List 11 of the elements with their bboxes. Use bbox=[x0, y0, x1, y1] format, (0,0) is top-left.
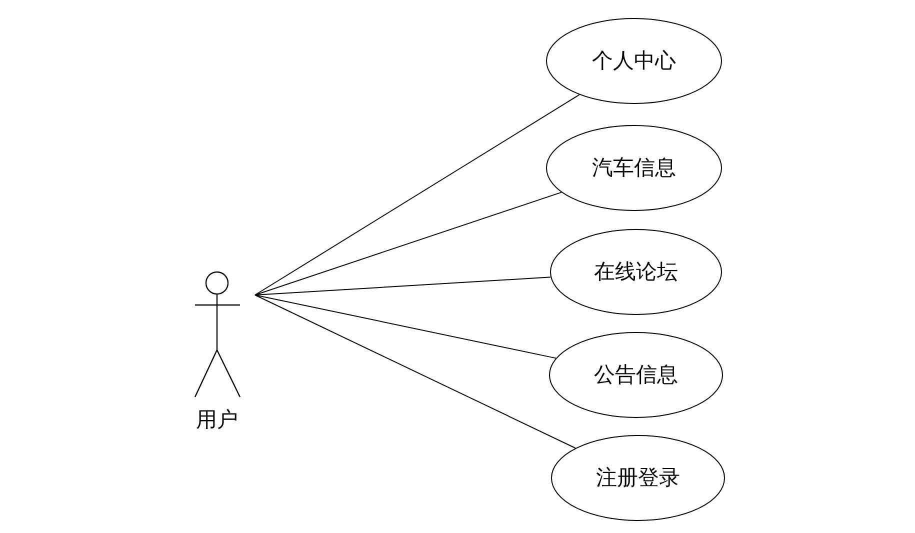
use-case-label: 个人中心 bbox=[592, 49, 676, 73]
association-line bbox=[254, 294, 576, 449]
use-case-label: 在线论坛 bbox=[594, 260, 678, 284]
use-case-label: 汽车信息 bbox=[592, 156, 676, 180]
association-line bbox=[254, 94, 580, 296]
use-case-label: 注册登录 bbox=[596, 466, 680, 490]
association-line bbox=[254, 276, 552, 296]
actor-label: 用户 bbox=[196, 408, 238, 432]
use-case-label: 公告信息 bbox=[594, 363, 678, 387]
association-line bbox=[254, 294, 556, 359]
association-line bbox=[254, 192, 562, 296]
